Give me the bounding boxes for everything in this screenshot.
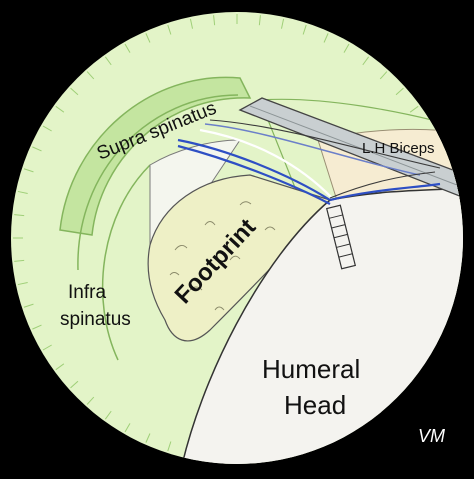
infraspinatus-curve bbox=[101, 164, 151, 361]
rim-hatch-mark bbox=[213, 15, 216, 26]
rim-hatch-mark bbox=[70, 380, 79, 389]
rim-hatch-mark bbox=[104, 56, 112, 66]
rim-hatch-mark bbox=[42, 125, 52, 132]
rim-hatch-mark bbox=[281, 18, 285, 29]
rim-hatch-mark bbox=[124, 423, 131, 433]
infraspinatus-label-line1: Infra bbox=[68, 282, 106, 303]
rim-hatch-mark bbox=[145, 433, 151, 443]
rim-hatch-mark bbox=[42, 344, 52, 351]
biceps-label: L.H Biceps bbox=[362, 140, 435, 157]
rim-hatch-mark bbox=[32, 146, 42, 152]
rim-hatch-mark bbox=[23, 168, 34, 173]
rim-hatch-mark bbox=[189, 18, 193, 29]
rim-hatch-mark bbox=[395, 87, 404, 96]
rim-hatch-mark bbox=[32, 324, 42, 330]
footprint-texture bbox=[169, 201, 276, 311]
rim-hatch-mark bbox=[343, 43, 350, 53]
rim-hatch-mark bbox=[86, 396, 95, 405]
rim-hatch-mark bbox=[14, 214, 25, 217]
rim-hatch-mark bbox=[145, 33, 151, 43]
rim-hatch-mark bbox=[167, 24, 172, 35]
rim-hatch-mark bbox=[379, 71, 388, 80]
rim-hatch-mark bbox=[70, 87, 79, 96]
rim-hatch-mark bbox=[258, 15, 261, 26]
humeral-head-label-line1: Humeral bbox=[262, 354, 360, 384]
rim-hatch-mark bbox=[302, 24, 307, 35]
rim-hatch-mark bbox=[17, 190, 28, 194]
rim-hatch-mark bbox=[23, 303, 34, 308]
infraspinatus-label-line2: spinatus bbox=[60, 309, 131, 330]
supraspinatus-edge bbox=[77, 94, 239, 271]
rim-hatch-mark bbox=[86, 71, 95, 80]
suture-anchor bbox=[325, 204, 357, 270]
humeral-head-label-line2: Head bbox=[284, 390, 346, 420]
rim-hatch-mark bbox=[323, 33, 329, 43]
signature: VM bbox=[418, 426, 445, 446]
rim-hatch-mark bbox=[17, 282, 28, 286]
rim-hatch-mark bbox=[409, 105, 419, 113]
rim-hatch-mark bbox=[55, 105, 65, 113]
rim-hatch-mark bbox=[362, 56, 370, 66]
sutures bbox=[177, 119, 441, 205]
rim-hatch-mark bbox=[167, 441, 172, 452]
rim-hatch-mark bbox=[55, 363, 65, 371]
supraspinatus-band bbox=[59, 76, 252, 236]
rim-hatch-mark bbox=[104, 410, 112, 420]
rim-hatch-mark bbox=[124, 43, 131, 53]
rim-hatch-mark bbox=[14, 259, 25, 262]
